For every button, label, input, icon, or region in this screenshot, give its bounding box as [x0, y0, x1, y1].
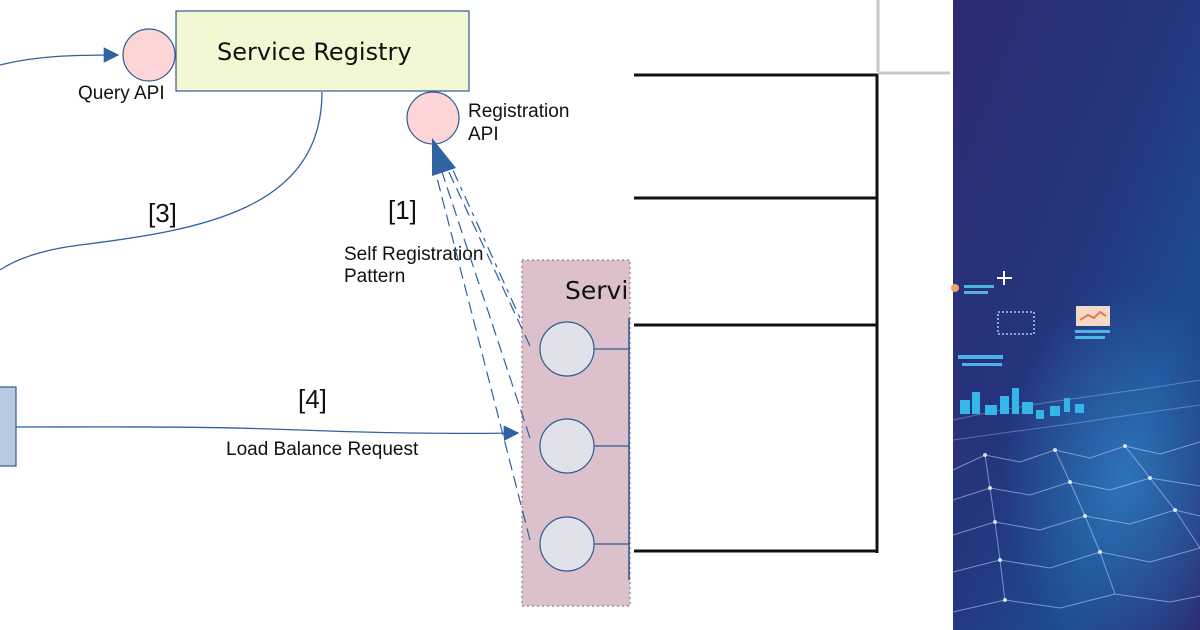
service-instance-2	[539, 418, 595, 474]
load-balance-label: Load Balance Request	[226, 439, 419, 460]
query-api-label: Query API	[78, 83, 165, 104]
service-registry-box	[175, 10, 470, 92]
step4-label: [4]	[298, 384, 327, 414]
registration-dash-3	[435, 173, 531, 541]
client-box	[0, 386, 17, 467]
tech-banner-image	[951, 0, 1200, 630]
service-registry-title: Service Registry	[217, 38, 412, 66]
registration-api-label-line2: API	[468, 124, 499, 145]
service-instance-3	[539, 516, 595, 572]
registration-dash-1	[447, 169, 531, 347]
registration-api-circle	[406, 91, 460, 145]
service-group-title: Servi	[565, 276, 628, 305]
registration-arrowhead	[432, 138, 456, 176]
registration-api-label-line1: Registration	[468, 101, 569, 122]
registration-dash-4	[451, 167, 521, 319]
self-registration-label-line2: Pattern	[344, 266, 405, 287]
self-registration-label-line1: Self Registration	[344, 244, 483, 265]
load-balance-arrow	[15, 425, 520, 441]
step3-curve	[0, 91, 323, 271]
registration-dash-2	[441, 171, 531, 439]
step1-label: [1]	[388, 195, 417, 225]
query-arrow	[0, 47, 120, 66]
query-api-circle	[122, 28, 176, 82]
step3-label: [3]	[148, 198, 177, 228]
service-instance-1	[539, 321, 595, 377]
